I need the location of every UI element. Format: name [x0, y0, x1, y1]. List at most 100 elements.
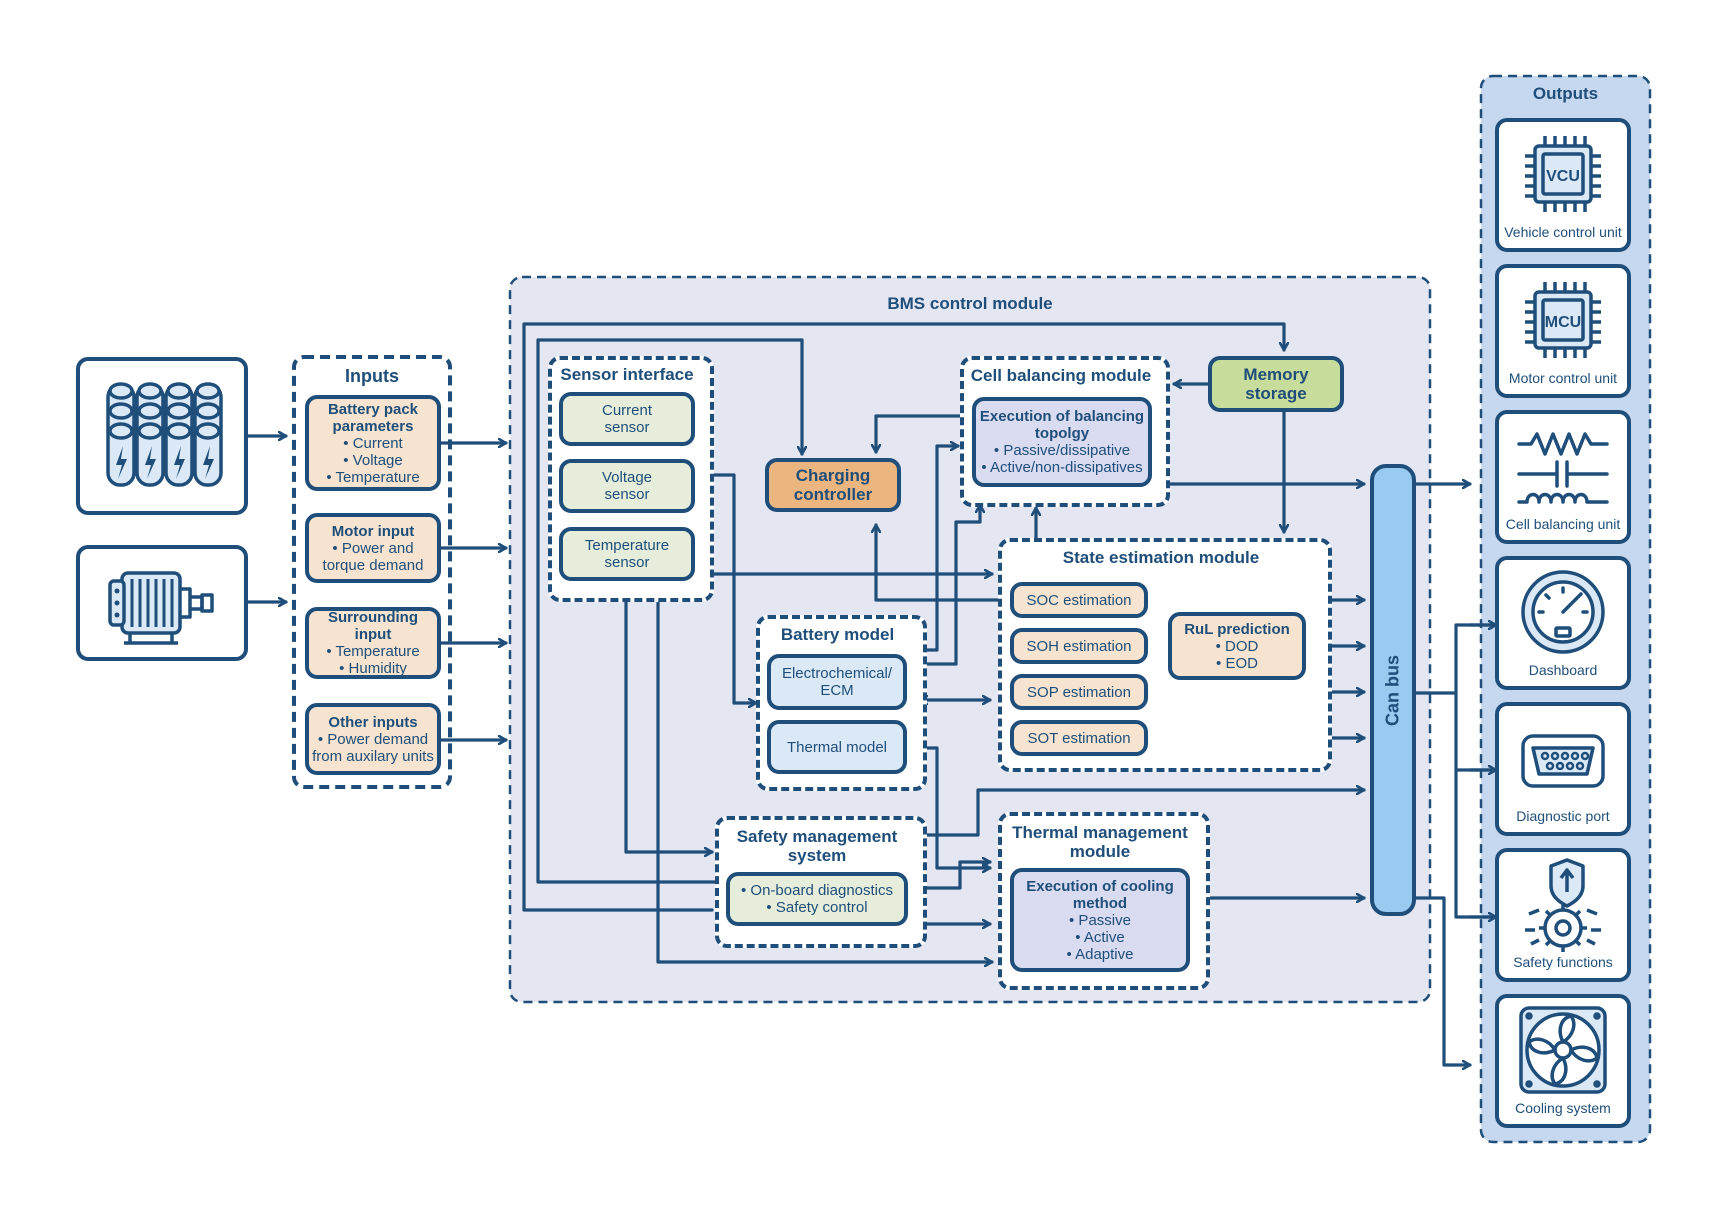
- line-canbus-to-cooling: [1412, 896, 1472, 1065]
- battery-model-title: Battery model: [780, 625, 895, 644]
- surrounding-item-humidity: • Humidity: [339, 660, 407, 677]
- battery-pack-source: [76, 357, 248, 515]
- cooling-fan-icon: [1519, 1006, 1607, 1094]
- line-safety-to-canbus: [915, 790, 1366, 837]
- thermal-model-box: Thermal model: [767, 720, 907, 774]
- balancing-execution-box: Execution of balancing topolgy • Passive…: [972, 397, 1152, 487]
- line-loop-to-memory: [522, 322, 1284, 912]
- surrounding-input-title: Surrounding input: [328, 609, 418, 643]
- soh-estimation-box: SOH estimation: [1010, 628, 1148, 664]
- balancing-item-active: • Active/non-dissipatives: [981, 459, 1143, 476]
- voltage-sensor-line1: Voltage: [601, 469, 653, 486]
- electrochemical-model-box: Electrochemical/ ECM: [767, 654, 907, 710]
- line-cellbal-to-charging: [876, 414, 976, 454]
- output-diagnostic-port: Diagnostic port: [1495, 702, 1631, 836]
- line-battery-model-to-cell-balancing: [917, 446, 960, 652]
- motor-input-title: Motor input: [331, 522, 415, 540]
- connector-lines: [246, 322, 1498, 1065]
- line-current-to-safety: [624, 588, 714, 852]
- voltage-sensor-line2: sensor: [604, 486, 650, 503]
- safety-management-title: Safety management system: [715, 826, 919, 866]
- dashboard-gauge-icon: [1521, 570, 1605, 654]
- cell-balancing-circuit-icon: [1517, 432, 1609, 504]
- temperature-sensor-box: Temperature sensor: [559, 527, 695, 581]
- safety-item-diagnostics: • On-board diagnostics: [741, 882, 893, 899]
- output-safety-functions: Safety functions: [1495, 848, 1631, 982]
- soh-estimation-label: SOH estimation: [1026, 637, 1132, 655]
- vehicle-control-unit-label: Vehicle control unit: [1504, 224, 1622, 240]
- line-voltage-to-battery-model: [704, 473, 758, 703]
- cooling-item-passive: • Passive: [1069, 911, 1131, 929]
- output-motor-control-unit: MCU Motor control unit: [1495, 264, 1631, 398]
- battery-pack-parameters-box: Battery pack parameters • Current • Volt…: [305, 395, 441, 491]
- surrounding-input-box: Surrounding input • Temperature • Humidi…: [305, 607, 441, 679]
- motor-input-item-2: torque demand: [322, 556, 424, 574]
- other-inputs-title: Other inputs: [328, 713, 418, 731]
- charging-controller-line2: controller: [793, 485, 873, 504]
- sot-estimation-label: SOT estimation: [1027, 729, 1131, 747]
- other-inputs-item-2: from auxilary units: [312, 747, 434, 765]
- vcu-chip-text: VCU: [1546, 168, 1580, 185]
- motor-control-unit-label: Motor control unit: [1508, 370, 1618, 386]
- soc-estimation-box: SOC estimation: [1010, 582, 1148, 618]
- memory-storage-line1: Memory: [1243, 365, 1309, 384]
- battery-pack-icon: [106, 382, 223, 487]
- safety-title-line1: Safety management: [736, 827, 898, 846]
- battery-pack-parameters-title: Battery pack parameters: [327, 400, 419, 435]
- can-bus-bar: [1370, 464, 1416, 916]
- thermal-mgmt-title-line1: Thermal management: [1012, 823, 1188, 842]
- output-cooling-system: Cooling system: [1495, 994, 1631, 1128]
- rul-item-dod: • DOD: [1215, 637, 1259, 655]
- electrochemical-line2: ECM: [820, 682, 854, 699]
- mcu-chip-icon: MCU: [1525, 282, 1601, 358]
- current-sensor-line1: Current: [601, 402, 653, 419]
- safety-functions-label: Safety functions: [1513, 954, 1613, 970]
- cooling-system-label: Cooling system: [1515, 1100, 1611, 1116]
- rul-prediction-title: RuL prediction: [1184, 620, 1290, 638]
- motor-input-item-1: • Power and: [332, 539, 414, 557]
- line-battery-model-to-cell-balancing-2: [917, 503, 980, 666]
- battery-pack-item-voltage: • Voltage: [343, 451, 403, 469]
- cooling-execution-box: Execution of cooling method • Passive • …: [1010, 868, 1190, 972]
- outputs-title: Outputs: [1532, 84, 1599, 103]
- vcu-chip-icon: VCU: [1525, 136, 1601, 212]
- other-inputs-item-1: • Power demand: [317, 730, 429, 748]
- charging-controller-box: Charging controller: [765, 458, 901, 512]
- output-dashboard: Dashboard: [1495, 556, 1631, 690]
- electric-motor-icon: [108, 571, 214, 645]
- soc-estimation-label: SOC estimation: [1026, 591, 1132, 609]
- safety-title-line2: system: [787, 846, 847, 865]
- line-soc-to-charging: [876, 523, 1014, 602]
- balancing-execution-title-2: topolgy: [1034, 425, 1090, 442]
- voltage-sensor-box: Voltage sensor: [559, 459, 695, 513]
- mcu-chip-text: MCU: [1545, 314, 1581, 331]
- rul-item-eod: • EOD: [1216, 654, 1258, 672]
- motor-input-box: Motor input • Power and torque demand: [305, 513, 441, 583]
- cell-balancing-unit-label: Cell balancing unit: [1505, 516, 1621, 532]
- cell-balancing-title: Cell balancing module: [970, 366, 1152, 385]
- sensor-interface-title: Sensor interface: [560, 365, 694, 384]
- temperature-sensor-line2: sensor: [604, 554, 650, 571]
- state-estimation-title: State estimation module: [1062, 548, 1260, 567]
- battery-pack-item-current: • Current: [343, 434, 403, 452]
- sop-estimation-box: SOP estimation: [1010, 674, 1148, 710]
- charging-controller-line1: Charging: [795, 466, 871, 485]
- line-temp-to-thermal: [656, 582, 994, 962]
- balancing-item-passive: • Passive/dissipative: [993, 442, 1131, 459]
- output-cell-balancing-unit: Cell balancing unit: [1495, 410, 1631, 544]
- electric-motor-source: [76, 545, 248, 661]
- safety-item-control: • Safety control: [766, 899, 868, 916]
- thermal-mgmt-title-line2: module: [1069, 842, 1131, 861]
- inputs-title: Inputs: [345, 366, 399, 386]
- dashboard-label: Dashboard: [1528, 662, 1598, 678]
- electrochemical-line1: Electrochemical/: [781, 665, 893, 682]
- sop-estimation-label: SOP estimation: [1027, 683, 1131, 701]
- safety-gear-shield-icon: [1525, 858, 1601, 952]
- line-loop-to-charging: [536, 338, 802, 884]
- cooling-execution-title-1: Execution of cooling: [1026, 877, 1174, 895]
- cooling-execution-title-2: method: [1072, 894, 1128, 912]
- diagnostic-port-label: Diagnostic port: [1516, 808, 1610, 824]
- safety-items-box: • On-board diagnostics • Safety control: [726, 872, 908, 926]
- other-inputs-box: Other inputs • Power demand from auxilar…: [305, 703, 441, 775]
